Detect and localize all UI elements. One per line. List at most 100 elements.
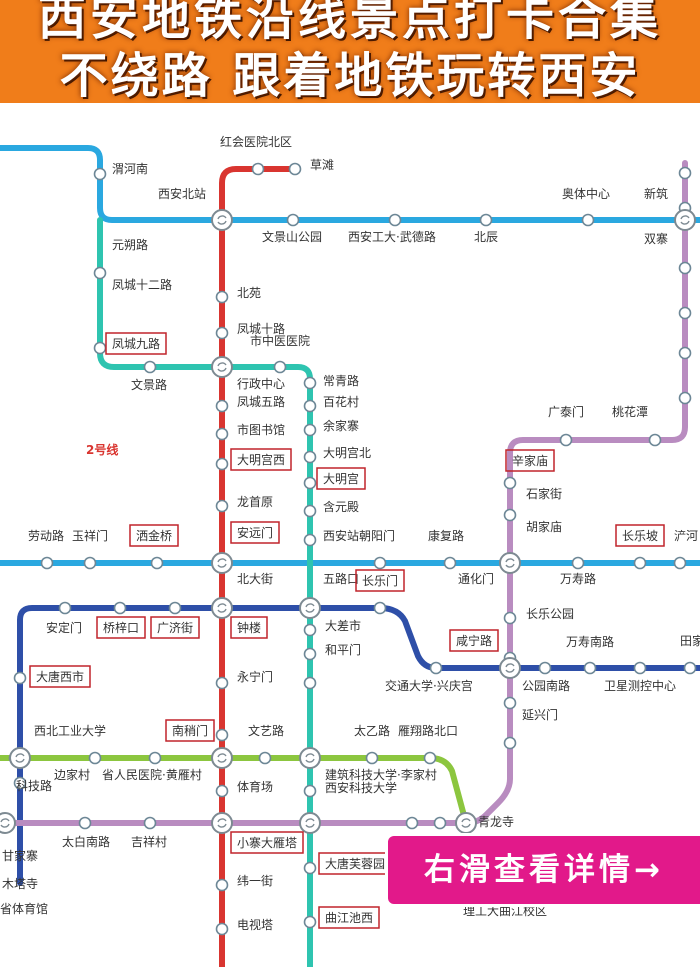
station-label[interactable]: 龙首原	[237, 495, 273, 509]
station-dot[interactable]	[571, 556, 585, 570]
station-label[interactable]: 北辰	[474, 230, 498, 244]
station-dot[interactable]	[148, 751, 162, 765]
station-label[interactable]: 太乙路	[354, 723, 390, 738]
station-label[interactable]: 双寨	[644, 231, 668, 246]
station-dot[interactable]	[423, 751, 437, 765]
station-dot[interactable]	[215, 922, 229, 936]
station-dot[interactable]	[503, 508, 517, 522]
station-label[interactable]: 行政中心	[237, 376, 285, 391]
transfer-station[interactable]	[499, 552, 521, 574]
station-label[interactable]: 田家	[680, 633, 700, 648]
station-label[interactable]: 凤城十路	[237, 321, 285, 336]
station-label[interactable]: 西安工大·武德路	[348, 229, 436, 244]
station-dot[interactable]	[673, 556, 687, 570]
station-label[interactable]: 红会医院北区	[220, 134, 292, 149]
station-dot[interactable]	[288, 162, 302, 176]
station-label[interactable]: 桃花潭	[612, 404, 648, 419]
station-dot[interactable]	[93, 341, 107, 355]
station-dot[interactable]	[215, 728, 229, 742]
station-label[interactable]: 西北工业大学	[34, 723, 106, 738]
station-label[interactable]: 大明宫	[323, 471, 359, 486]
station-label[interactable]: 市中医医院	[250, 333, 310, 348]
station-dot[interactable]	[143, 360, 157, 374]
station-label[interactable]: 青龙寺	[478, 815, 514, 829]
station-dot[interactable]	[303, 376, 317, 390]
station-label[interactable]: 大唐西市	[36, 669, 84, 684]
station-dot[interactable]	[678, 166, 692, 180]
station-label[interactable]: 大唐芙蓉园	[325, 856, 385, 871]
station-dot[interactable]	[303, 861, 317, 875]
station-dot[interactable]	[303, 533, 317, 547]
station-label[interactable]: 五路口	[323, 571, 359, 586]
transfer-station[interactable]	[9, 747, 31, 769]
station-dot[interactable]	[286, 213, 300, 227]
station-dot[interactable]	[581, 213, 595, 227]
station-dot[interactable]	[479, 213, 493, 227]
station-dot[interactable]	[503, 476, 517, 490]
station-dot[interactable]	[633, 661, 647, 675]
transfer-station[interactable]	[455, 812, 477, 834]
station-label[interactable]: 大明宫西	[237, 452, 285, 467]
station-dot[interactable]	[303, 423, 317, 437]
station-label[interactable]: 咸宁路	[456, 633, 492, 648]
metro-map[interactable]: 红会医院北区草滩渭河南西安北站奥体中心新筑文景山公园西安工大·武德路北辰双寨元朔…	[0, 103, 700, 967]
station-dot[interactable]	[388, 213, 402, 227]
station-label[interactable]: 太白南路	[62, 834, 110, 849]
station-label[interactable]: 胡家庙	[526, 519, 562, 534]
station-label[interactable]: 大明宫北	[323, 445, 371, 460]
station-label[interactable]: 元朔路	[112, 237, 148, 252]
station-label[interactable]: 安定门	[46, 620, 82, 635]
station-label[interactable]: 劳动路	[28, 528, 64, 543]
station-label[interactable]: 省体育馆	[0, 901, 48, 916]
station-dot[interactable]	[373, 601, 387, 615]
station-label[interactable]: 安远门	[237, 525, 273, 540]
station-label[interactable]: 长乐公园	[526, 607, 574, 621]
transfer-station[interactable]	[0, 812, 16, 834]
station-dot[interactable]	[303, 676, 317, 690]
station-dot[interactable]	[683, 661, 697, 675]
station-label[interactable]: 体育场	[237, 779, 273, 794]
station-dot[interactable]	[303, 784, 317, 798]
station-label[interactable]: 理工大曲江校区	[463, 903, 547, 918]
transfer-station[interactable]	[299, 747, 321, 769]
station-label[interactable]: 广济街	[157, 620, 193, 635]
station-dot[interactable]	[678, 346, 692, 360]
station-dot[interactable]	[78, 816, 92, 830]
station-label[interactable]: 市图书馆	[237, 422, 285, 437]
station-dot[interactable]	[303, 399, 317, 413]
station-dot[interactable]	[150, 556, 164, 570]
transfer-station[interactable]	[299, 597, 321, 619]
station-label[interactable]: 省人民医院·黄雁村	[102, 768, 202, 782]
station-dot[interactable]	[303, 504, 317, 518]
station-label[interactable]: 浐河	[674, 529, 698, 543]
station-label[interactable]: 公园南路	[522, 678, 570, 693]
station-label[interactable]: 南稍门	[172, 723, 208, 738]
station-label[interactable]: 余家寨	[323, 418, 359, 433]
station-dot[interactable]	[273, 360, 287, 374]
station-label[interactable]: 曲江池西	[325, 911, 373, 925]
station-label[interactable]: 边家村	[54, 767, 90, 782]
station-label[interactable]: 康复路	[428, 528, 464, 543]
station-label[interactable]: 北苑	[237, 286, 261, 300]
station-label[interactable]: 万寿路	[560, 571, 596, 586]
station-dot[interactable]	[559, 433, 573, 447]
station-label[interactable]: 奥体中心	[562, 186, 610, 201]
transfer-station[interactable]	[499, 657, 521, 679]
station-label[interactable]: 西安科技大学	[325, 780, 397, 795]
station-label[interactable]: 大差市	[325, 618, 361, 633]
transfer-station[interactable]	[211, 209, 233, 231]
station-label[interactable]: 草滩	[310, 158, 334, 172]
station-label[interactable]: 玉祥门	[72, 528, 108, 543]
station-dot[interactable]	[503, 736, 517, 750]
station-dot[interactable]	[678, 261, 692, 275]
station-label[interactable]: 万寿南路	[566, 634, 614, 649]
station-label[interactable]: 建筑科技大学·李家村	[325, 767, 437, 782]
station-dot[interactable]	[678, 391, 692, 405]
station-label[interactable]: 桥梓口	[103, 620, 139, 635]
station-dot[interactable]	[215, 457, 229, 471]
station-dot[interactable]	[303, 915, 317, 929]
station-label[interactable]: 洒金桥	[136, 528, 172, 543]
station-dot[interactable]	[40, 556, 54, 570]
station-dot[interactable]	[405, 816, 419, 830]
station-label[interactable]: 文艺路	[248, 723, 284, 738]
